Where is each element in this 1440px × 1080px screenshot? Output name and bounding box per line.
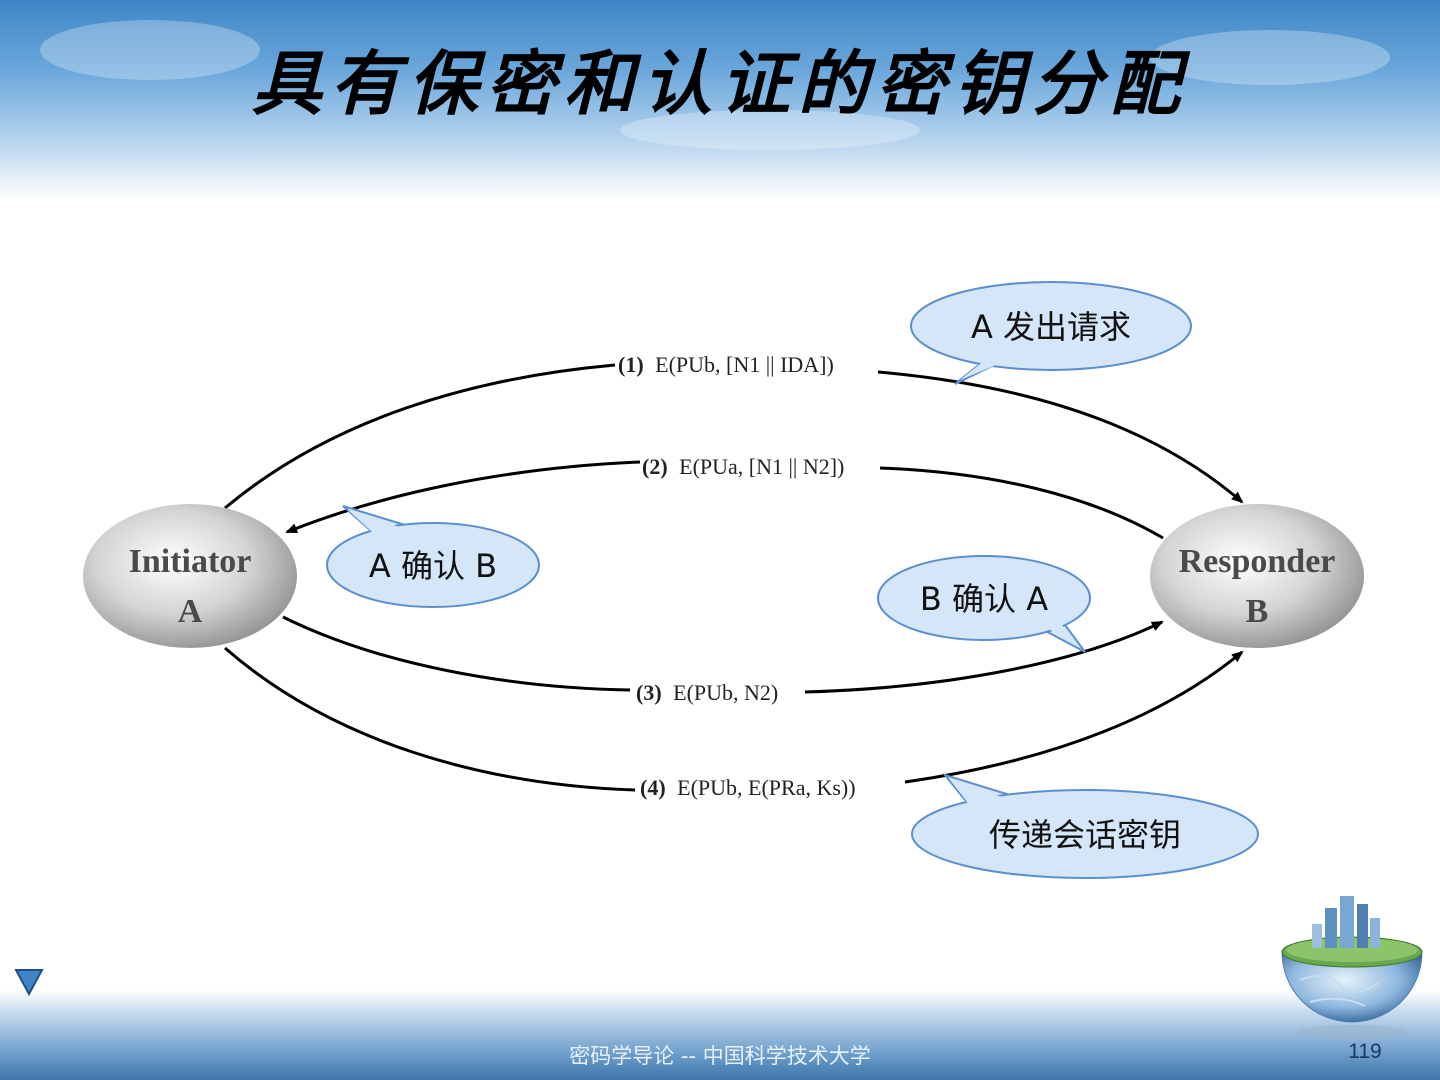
arrow-message-1-tail bbox=[877, 370, 1244, 504]
callout-b-confirm-a: B 确认 A bbox=[877, 555, 1091, 653]
slide-title: 具有保密和认证的密钥分配 bbox=[252, 42, 1188, 125]
message-3-text: E(PUb, N2) bbox=[673, 680, 778, 705]
arrow-message-2-tail bbox=[879, 466, 1164, 540]
arrow-message-3 bbox=[282, 615, 631, 692]
footer-band bbox=[0, 990, 1440, 1080]
header-band bbox=[0, 0, 1440, 200]
initiator-node: Initiator A bbox=[83, 504, 297, 648]
initiator-line2: A bbox=[178, 593, 203, 630]
message-2-text: E(PUa, [N1 || N2]) bbox=[679, 454, 844, 479]
message-3-step: (3) bbox=[636, 680, 662, 705]
globe-city-icon bbox=[1281, 896, 1423, 1039]
arrow-message-3-tail bbox=[804, 620, 1164, 694]
callout-a-confirm-b-text: A 确认 B bbox=[369, 547, 497, 585]
responder-line2: B bbox=[1246, 593, 1269, 630]
responder-line1: Responder bbox=[1179, 543, 1336, 580]
message-4-step: (4) bbox=[640, 775, 666, 800]
message-1-text: E(PUb, [N1 || IDA]) bbox=[655, 352, 834, 377]
message-3-label: (3) E(PUb, N2) bbox=[636, 680, 778, 705]
header-cloud bbox=[40, 20, 260, 80]
arrow-message-2 bbox=[285, 460, 641, 534]
arrow-message-4-tail bbox=[904, 650, 1244, 784]
message-4-label: (4) E(PUb, E(PRa, Ks)) bbox=[640, 775, 856, 800]
callout-a-request-text: A 发出请求 bbox=[971, 308, 1131, 346]
header-cloud bbox=[1150, 30, 1390, 85]
initiator-line1: Initiator bbox=[129, 543, 252, 580]
message-1-step: (1) bbox=[618, 352, 644, 377]
message-2-label: (2) E(PUa, [N1 || N2]) bbox=[642, 454, 844, 479]
page-number: 119 bbox=[1348, 1040, 1382, 1063]
footer-text: 密码学导论 -- 中国科学技术大学 bbox=[569, 1044, 871, 1068]
message-1-label: (1) E(PUb, [N1 || IDA]) bbox=[618, 352, 834, 377]
arrow-message-4 bbox=[224, 646, 636, 792]
message-4-text: E(PUb, E(PRa, Ks)) bbox=[677, 775, 855, 800]
responder-node: Responder B bbox=[1150, 504, 1364, 648]
callout-a-confirm-b: A 确认 B bbox=[326, 505, 540, 608]
callout-a-request: A 发出请求 bbox=[910, 281, 1192, 385]
callout-b-confirm-a-text: B 确认 A bbox=[920, 580, 1048, 618]
header-cloud bbox=[620, 110, 920, 150]
nav-down-arrow-icon[interactable] bbox=[14, 968, 44, 996]
message-2-step: (2) bbox=[642, 454, 668, 479]
arrow-message-1 bbox=[224, 363, 616, 510]
callout-session-key-text: 传递会话密钥 bbox=[989, 816, 1181, 854]
callout-session-key: 传递会话密钥 bbox=[911, 773, 1259, 879]
